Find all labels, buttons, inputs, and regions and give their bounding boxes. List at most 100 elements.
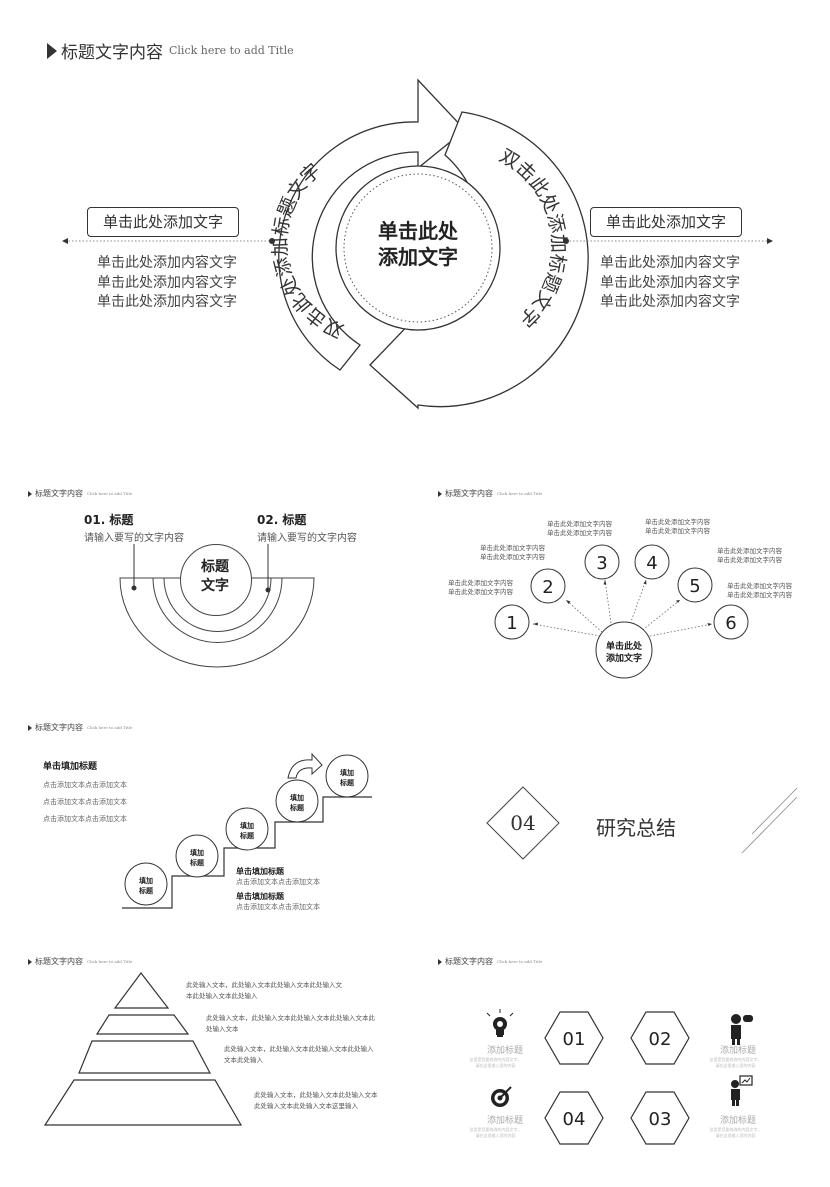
left-arrowhead-icon	[62, 238, 68, 244]
node-3-label: 3	[596, 553, 607, 574]
step-circle	[225, 807, 269, 851]
node-5	[677, 567, 713, 603]
title-marker-icon	[47, 42, 57, 59]
left-content-line: 单击此处添加内容文字	[97, 294, 237, 310]
title-marker-icon	[28, 958, 32, 965]
right-content-line: 单击此处添加内容文字	[600, 274, 740, 291]
center-circle	[335, 165, 501, 331]
right-content-line: 单击此处添加内容文字	[600, 294, 740, 310]
hex-desc-br: 这里是您要修改的内容文字，请在这里输入您的内容	[709, 1127, 762, 1138]
slide4-subtitle: Click here to add Title	[87, 725, 133, 730]
node-4-text: 单击此处添加文字内容单击此处添加文字内容	[645, 518, 710, 536]
slide4-title: 标题文字内容	[35, 723, 83, 732]
node-5-text-line: 单击此处添加文字内容	[717, 556, 782, 564]
node-3-text-line: 单击此处添加文字内容	[547, 529, 612, 537]
sub2-text: 点击添加文本点击添加文本	[236, 903, 320, 911]
hex-label-bl: 添加标题	[487, 1116, 524, 1126]
step-label: 填加	[240, 821, 254, 830]
slide4-header: 标题文字内容 Click here to add Title	[28, 722, 132, 733]
spoke-3	[604, 579, 613, 631]
item1-title: 01. 标题	[84, 513, 134, 527]
hexagon-02-label: 02	[649, 1029, 672, 1050]
title-marker-icon	[438, 490, 442, 497]
item2-title: 02. 标题	[257, 513, 307, 527]
right-content-line: 单击此处添加内容文字	[600, 255, 740, 271]
right-content-lines: 单击此处添加内容文字 单击此处添加内容文字 单击此处添加内容文字	[600, 254, 740, 313]
right-connector-dot	[563, 238, 569, 244]
node-1-text-line: 单击此处添加文字内容	[448, 579, 513, 587]
node-1-label: 1	[506, 613, 517, 634]
center-label-line1: 单击此处	[378, 219, 458, 243]
step-label: 填加	[139, 876, 153, 885]
slide6-subtitle: Click here to add Title	[87, 959, 133, 964]
slide7-title: 标题文字内容	[445, 957, 493, 966]
left-content-line: 单击此处添加内容文字	[97, 255, 237, 271]
left-text-box[interactable]: 单击此处添加文字	[87, 207, 239, 237]
node-2-text: 单击此处添加文字内容单击此处添加文字内容	[480, 544, 545, 562]
node-2-label: 2	[542, 577, 553, 598]
radial-center-line1: 单击此处	[606, 640, 643, 652]
section-diamond	[486, 786, 560, 860]
sub2-title: 单击填加标题	[236, 892, 284, 901]
center-label: 单击此处 添加文字	[368, 218, 468, 270]
step-label: 标题	[339, 778, 355, 787]
hexagon-03-label: 03	[649, 1109, 672, 1130]
spoke-1	[532, 623, 601, 637]
step-label: 标题	[289, 803, 305, 812]
cycle-diagram: 双击此处添加标题文字 双击此处添加标题文字	[62, 78, 773, 410]
radial-center-circle	[595, 621, 653, 679]
node-6-text-line: 单击此处添加文字内容	[727, 582, 792, 590]
spoke-5	[639, 599, 681, 633]
slide1-title: 标题文字内容	[61, 43, 163, 63]
node-6-text-line: 单击此处添加文字内容	[727, 591, 792, 599]
pyramid-text-1: 此处输入文本，此处输入文本此处输入文本此处输入文本此处输入文本此处输入	[186, 981, 342, 1000]
node-2-text-line: 单击此处添加文字内容	[480, 544, 545, 552]
node-3-text: 单击此处添加文字内容单击此处添加文字内容	[547, 520, 612, 538]
steps-heading: 单击填加标题	[43, 762, 98, 772]
right-arrowhead-icon	[767, 238, 773, 244]
section-divider	[486, 786, 798, 860]
staircase-diagram: 填加 标题 填加 标题 填加 标题 填加 标题 填加 标题	[122, 752, 372, 909]
left-content-line: 单击此处添加内容文字	[97, 274, 237, 291]
step-circle	[124, 862, 168, 906]
step-circle	[175, 834, 219, 878]
hex-desc-tr: 这里是您要修改的内容文字，请在这里输入您的内容	[709, 1057, 762, 1068]
item1-desc: 请输入要写的文字内容	[84, 533, 184, 544]
left-connector-dot	[269, 238, 275, 244]
step-label: 标题	[189, 858, 205, 867]
sub1-text: 点击添加文本点击添加文本	[236, 878, 320, 886]
slide1-header: 标题文字内容 Click here to add Title	[47, 38, 294, 63]
left-content-lines: 单击此处添加内容文字 单击此处添加内容文字 单击此处添加内容文字	[97, 254, 237, 313]
hex-label-br: 添加标题	[720, 1116, 757, 1126]
steps-lines: 点击添加文本点击添加文本 点击添加文本点击添加文本 点击添加文本点击添加文本	[43, 777, 127, 828]
pyramid-text-3: 此处输入文本，此处输入文本此处输入文本此处输入文本此处输入	[224, 1045, 374, 1064]
step-circle	[275, 779, 319, 823]
hex-desc-tl: 这里是您要修改的内容文字，请在这里输入您的内容	[469, 1057, 522, 1068]
title-marker-icon	[438, 958, 442, 965]
step-label: 填加	[340, 768, 354, 777]
node-3-text-line: 单击此处添加文字内容	[547, 520, 612, 528]
pyramid-layer-3	[78, 1040, 211, 1074]
cycle-arrow-upper	[278, 78, 466, 371]
presenter-icon	[731, 1075, 753, 1106]
section-number: 04	[510, 811, 536, 835]
steps-line: 点击添加文本点击添加文本	[43, 781, 127, 789]
hexagon-03	[630, 1091, 690, 1145]
hexagon-diagram: 01 02 04 03	[486, 1009, 753, 1145]
steps-line: 点击添加文本点击添加文本	[43, 798, 127, 806]
steps-line: 点击添加文本点击添加文本	[43, 815, 127, 823]
step-label: 标题	[138, 886, 154, 895]
node-5-text-line: 单击此处添加文字内容	[717, 547, 782, 555]
right-text-box[interactable]: 单击此处添加文字	[590, 207, 742, 237]
title-marker-icon	[28, 490, 32, 497]
lightbulb-icon	[486, 1009, 514, 1037]
section-title: 研究总结	[596, 816, 676, 840]
curved-arrow-icon	[287, 752, 323, 779]
step-label: 填加	[190, 848, 204, 857]
node-3	[584, 544, 620, 580]
pyramid-diagram	[43, 972, 243, 1126]
title-marker-icon	[28, 724, 32, 731]
node-1	[494, 604, 530, 640]
step-circle	[325, 754, 369, 798]
pyramid-text-2: 此处输入文本，此处输入文本此处输入文本此处输入文本此处输入文本	[206, 1014, 375, 1033]
